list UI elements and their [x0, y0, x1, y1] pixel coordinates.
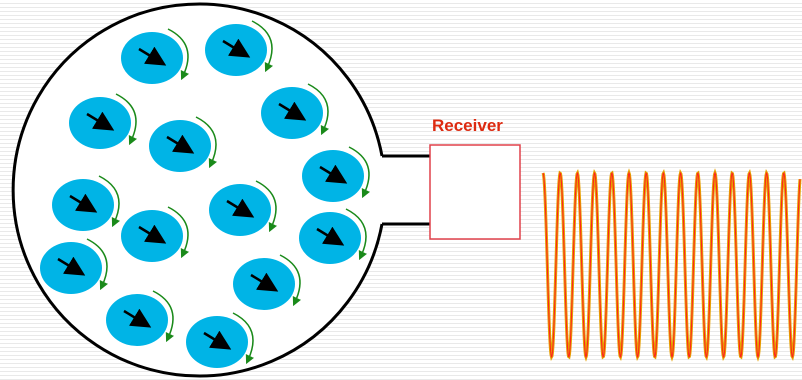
- rotation-arrow-icon: [98, 175, 120, 228]
- magnetization-arrow-icon: [316, 226, 345, 246]
- magnetization-arrow-icon: [86, 111, 115, 131]
- spin-10: [299, 208, 367, 264]
- rotation-arrow-icon: [345, 208, 367, 261]
- rotation-arrow-icon: [251, 20, 273, 73]
- magnetization-arrow-icon: [138, 46, 167, 66]
- spin-3: [69, 93, 137, 149]
- spin-6: [302, 146, 370, 202]
- rotation-arrow-icon: [279, 254, 301, 307]
- sine-wave-inner: [542, 171, 801, 359]
- spin-13: [106, 290, 174, 346]
- spin-11: [40, 238, 108, 294]
- magnetization-arrow-icon: [57, 256, 86, 276]
- magnetization-arrow-icon: [278, 101, 307, 121]
- spin-7: [52, 175, 120, 231]
- magnetization-arrow-icon: [123, 308, 152, 328]
- magnetization-arrow-icon: [226, 198, 255, 218]
- spin-1: [121, 28, 189, 84]
- rotation-arrow-icon: [152, 290, 174, 343]
- spin-4: [261, 83, 329, 139]
- receiver-label: Receiver: [432, 116, 503, 135]
- spin-9: [121, 206, 189, 262]
- magnetization-arrow-icon: [222, 38, 251, 58]
- spin-14: [186, 312, 254, 368]
- rotation-arrow-icon: [167, 206, 189, 259]
- spin-5: [149, 116, 217, 172]
- spin-12: [233, 254, 301, 310]
- rotation-arrow-icon: [232, 312, 254, 365]
- magnetization-arrow-icon: [166, 134, 195, 154]
- magnetization-arrow-icon: [250, 272, 279, 292]
- signal-wave: [541, 168, 802, 362]
- spin-group: [40, 20, 370, 368]
- rotation-arrow-icon: [115, 93, 137, 146]
- rotation-arrow-icon: [167, 28, 189, 81]
- spin-2: [205, 20, 273, 76]
- rotation-arrow-icon: [195, 116, 217, 169]
- rotation-arrow-icon: [307, 83, 329, 136]
- magnetization-arrow-icon: [203, 330, 232, 350]
- receiver-box: [429, 144, 521, 240]
- magnetization-arrow-icon: [138, 224, 167, 244]
- spin-8: [209, 180, 277, 236]
- rotation-arrow-icon: [86, 238, 108, 291]
- magnetization-arrow-icon: [69, 193, 98, 213]
- magnetization-arrow-icon: [319, 164, 348, 184]
- rotation-arrow-icon: [348, 146, 370, 199]
- coupling-neck-fill: [372, 158, 432, 222]
- rotation-arrow-icon: [255, 180, 277, 233]
